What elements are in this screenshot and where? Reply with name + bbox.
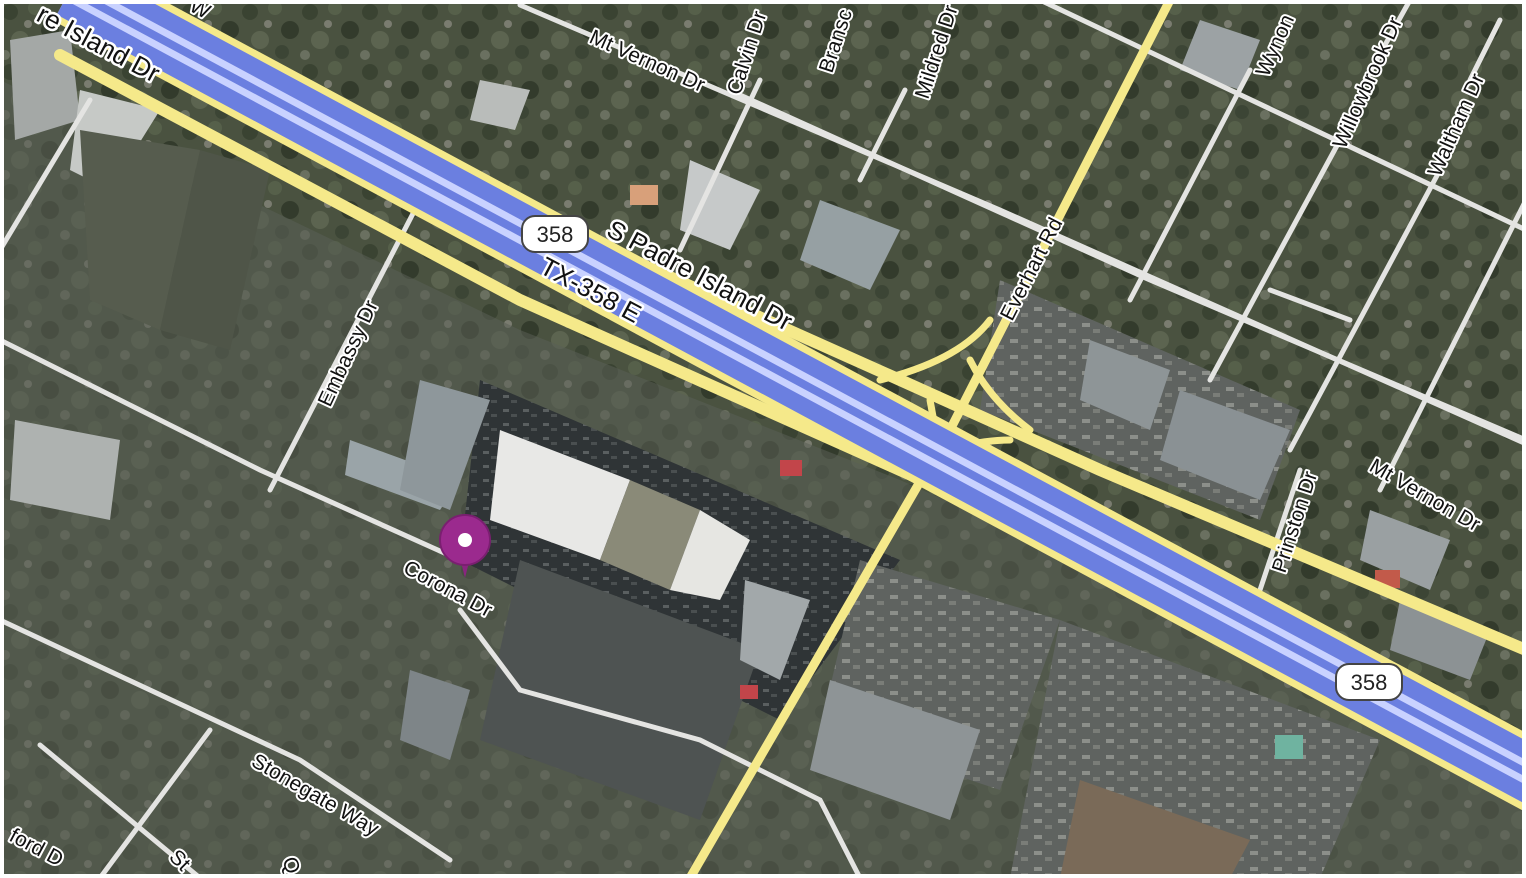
parking-lot [480, 560, 760, 820]
building [10, 420, 120, 520]
highway-shield-358-b: 358 [1335, 663, 1403, 701]
building [600, 480, 700, 590]
highway-tx358 [53, 0, 1526, 811]
highway-shield-358-a: 358 [521, 215, 589, 253]
shield-text: 358 [537, 222, 574, 247]
building [630, 185, 658, 205]
building [160, 150, 270, 350]
building [400, 380, 490, 510]
building [470, 80, 530, 130]
building [1275, 735, 1303, 759]
building [780, 460, 802, 476]
building [1060, 780, 1250, 878]
building [740, 580, 810, 680]
building [1160, 390, 1290, 500]
building [800, 200, 900, 290]
building [490, 430, 630, 560]
building [400, 670, 470, 760]
building [1080, 340, 1170, 430]
building [740, 685, 758, 699]
building [1360, 510, 1450, 590]
shield-text: 358 [1351, 670, 1388, 695]
building [670, 510, 750, 600]
building [680, 160, 760, 250]
map-pin-icon[interactable] [439, 514, 491, 578]
building [1180, 20, 1260, 90]
building [80, 130, 200, 330]
building [810, 680, 980, 820]
building [1390, 600, 1490, 680]
